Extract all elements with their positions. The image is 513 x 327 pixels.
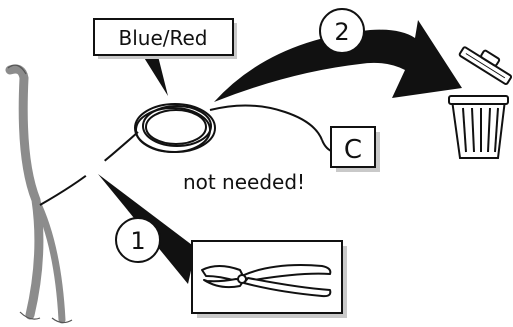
connector-callout: C xyxy=(330,126,380,172)
step-2-number: 2 xyxy=(334,18,349,46)
wire-color-callout: Blue/Red xyxy=(93,18,237,96)
trash-can-icon xyxy=(448,46,513,159)
cut-mark xyxy=(84,158,106,178)
step-1-marker: 1 xyxy=(115,217,161,263)
coiled-wire xyxy=(134,103,323,153)
discard-arrow xyxy=(214,20,462,102)
connector-label: C xyxy=(344,135,362,165)
wire-color-label: Blue/Red xyxy=(119,26,208,50)
step-1-number: 1 xyxy=(130,227,145,255)
wire-cutter-icon xyxy=(201,264,332,298)
tool-box xyxy=(191,240,347,318)
step-2-marker: 2 xyxy=(319,8,365,54)
not-needed-note: not needed! xyxy=(183,170,305,194)
wiring-harness xyxy=(5,64,73,324)
